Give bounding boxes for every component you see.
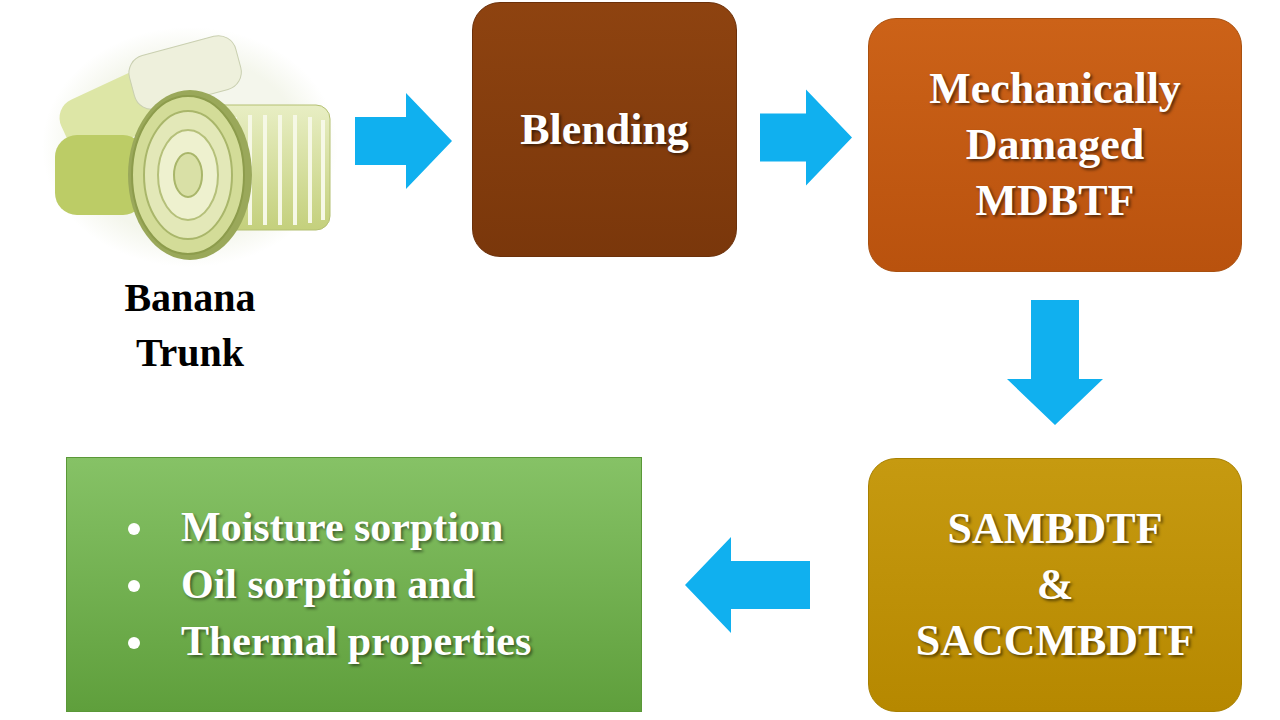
bullet-item: Thermal properties (159, 613, 641, 670)
node-label: SAMBDTF & SACCMBDTF (909, 501, 1201, 669)
block-arrow (685, 537, 810, 633)
bullet-list: Moisture sorptionOil sorption andThermal… (67, 499, 641, 670)
cross-section-ring (144, 111, 232, 239)
cross-section-ring (158, 130, 218, 220)
block-arrow (355, 93, 452, 189)
process-box: Mechanically Damaged MDBTF (868, 18, 1242, 272)
cross-section (132, 96, 244, 254)
cross-section-core (174, 153, 202, 197)
bullet-item: Oil sorption and (159, 556, 641, 613)
node-label: Mechanically Damaged MDBTF (909, 61, 1201, 229)
block-arrow (760, 90, 852, 186)
bullet-item: Moisture sorption (159, 499, 641, 556)
node-label: Blending (520, 102, 689, 158)
node-label: Banana Trunk (40, 270, 340, 380)
block-arrow (1007, 300, 1103, 425)
banana-trunk-illustration (40, 25, 340, 270)
bullet-text: Moisture sorption (181, 504, 503, 550)
result-box: Moisture sorptionOil sorption andThermal… (66, 457, 642, 712)
process-box: SAMBDTF & SACCMBDTF (868, 458, 1242, 712)
source-node: Banana Trunk (40, 25, 340, 380)
cross-section-rim (128, 90, 252, 260)
vignette (42, 27, 338, 267)
process-box: Blending (472, 2, 737, 257)
bullet-text: Thermal properties (181, 618, 531, 664)
bullet-text: Oil sorption and (181, 561, 475, 607)
